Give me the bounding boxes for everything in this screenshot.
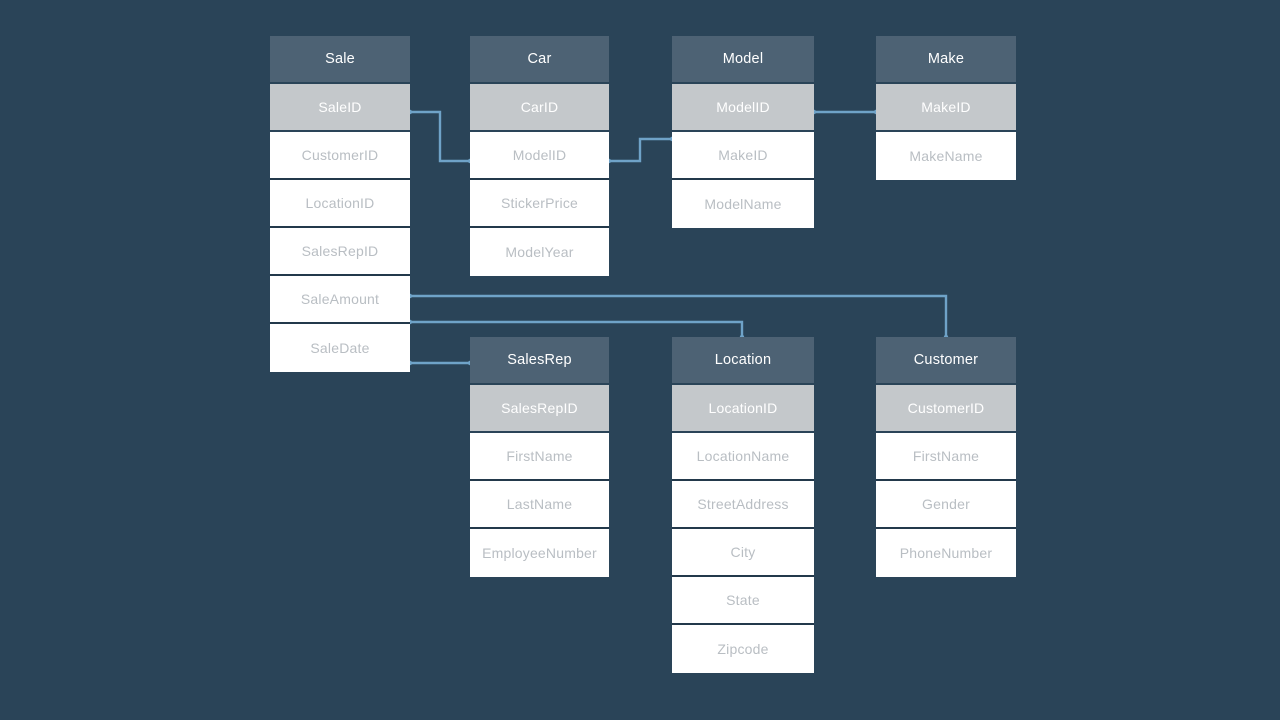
field-car-stickerprice[interactable]: StickerPrice (470, 180, 609, 228)
field-sale-saleamount[interactable]: SaleAmount (270, 276, 410, 324)
field-salesrep-lastname[interactable]: LastName (470, 481, 609, 529)
field-sale-locationid[interactable]: LocationID (270, 180, 410, 228)
entity-title-sale: Sale (270, 36, 410, 84)
entity-title-customer: Customer (876, 337, 1016, 385)
entity-title-car: Car (470, 36, 609, 84)
field-location-zipcode[interactable]: Zipcode (672, 625, 814, 673)
field-model-modelname[interactable]: ModelName (672, 180, 814, 228)
primary-key-field-salesrep-salesrepid[interactable]: SalesRepID (470, 385, 609, 433)
field-model-makeid[interactable]: MakeID (672, 132, 814, 180)
entity-title-model: Model (672, 36, 814, 84)
primary-key-field-model-modelid[interactable]: ModelID (672, 84, 814, 132)
field-sale-customerid[interactable]: CustomerID (270, 132, 410, 180)
entity-title-make: Make (876, 36, 1016, 84)
relationship-line-sale-customer (410, 294, 948, 337)
primary-key-field-customer-customerid[interactable]: CustomerID (876, 385, 1016, 433)
primary-key-field-location-locationid[interactable]: LocationID (672, 385, 814, 433)
field-make-makename[interactable]: MakeName (876, 132, 1016, 180)
field-location-state[interactable]: State (672, 577, 814, 625)
field-car-modelyear[interactable]: ModelYear (470, 228, 609, 276)
field-sale-saledate[interactable]: SaleDate (270, 324, 410, 372)
field-sale-salesrepid[interactable]: SalesRepID (270, 228, 410, 276)
relationship-line-sale-car (410, 110, 470, 163)
field-location-streetaddress[interactable]: StreetAddress (672, 481, 814, 529)
entity-title-salesrep: SalesRep (470, 337, 609, 385)
field-customer-firstname[interactable]: FirstName (876, 433, 1016, 481)
field-salesrep-firstname[interactable]: FirstName (470, 433, 609, 481)
primary-key-field-car-carid[interactable]: CarID (470, 84, 609, 132)
relationship-line-car-model (609, 137, 672, 163)
field-location-city[interactable]: City (672, 529, 814, 577)
field-car-modelid[interactable]: ModelID (470, 132, 609, 180)
entity-title-location: Location (672, 337, 814, 385)
primary-key-field-sale-saleid[interactable]: SaleID (270, 84, 410, 132)
field-salesrep-employeenumber[interactable]: EmployeeNumber (470, 529, 609, 577)
relationship-line-sale-location (410, 320, 744, 337)
primary-key-field-make-makeid[interactable]: MakeID (876, 84, 1016, 132)
field-location-locationname[interactable]: LocationName (672, 433, 814, 481)
field-customer-phonenumber[interactable]: PhoneNumber (876, 529, 1016, 577)
field-customer-gender[interactable]: Gender (876, 481, 1016, 529)
